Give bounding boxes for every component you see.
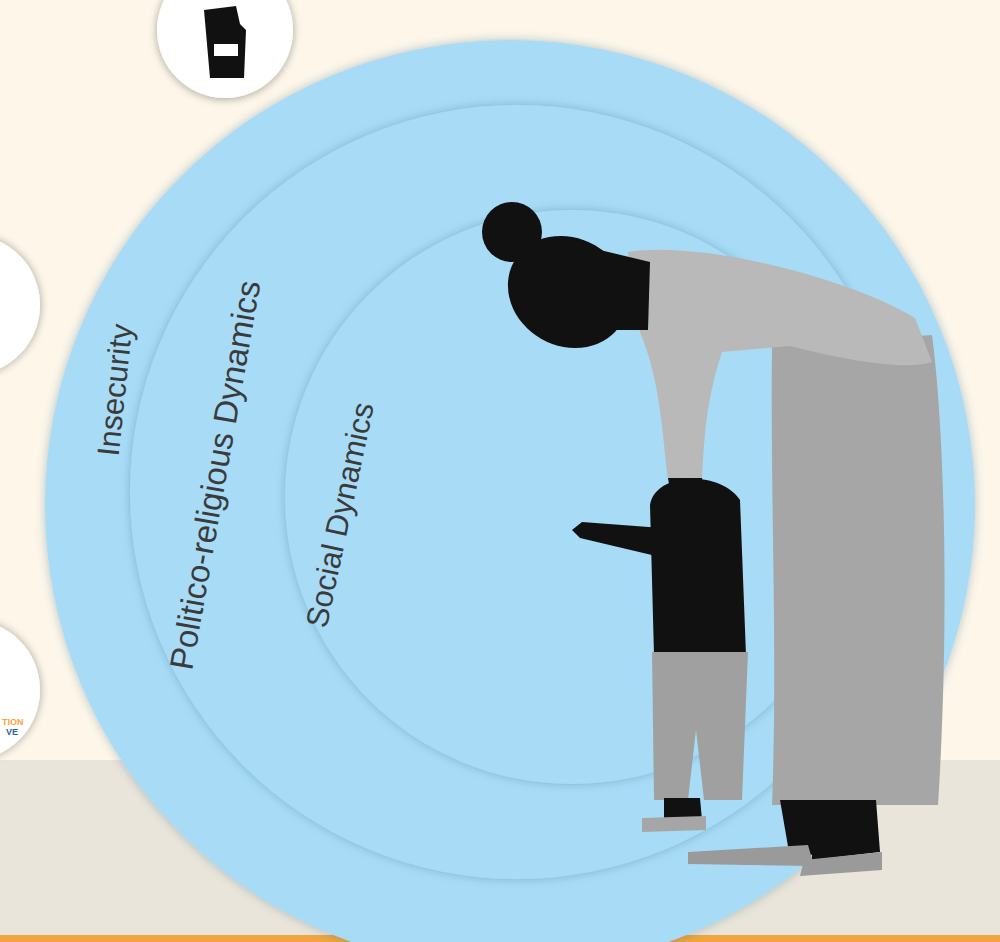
ring-circle: InsecurityPolitico-religious DynamicsSoc… [45, 40, 975, 942]
woman-skirt [772, 335, 945, 805]
ring-circle: Politico-religious DynamicsSocial Dynami… [130, 105, 904, 879]
sandal [688, 845, 814, 866]
child-body [650, 479, 746, 655]
woman-leg [812, 800, 880, 860]
child-foot [664, 798, 702, 822]
logo-text: VE [6, 728, 18, 737]
card-icon-window [214, 44, 238, 56]
ring-circle: Social Dynamics [285, 210, 859, 784]
child-shoe [642, 816, 706, 832]
ring-fill [130, 105, 904, 879]
child-pants [652, 652, 748, 800]
logo-text: TION [2, 718, 24, 727]
sandal [800, 852, 882, 876]
woman-hand [668, 478, 708, 526]
card-icon [204, 6, 246, 78]
logo-circle [0, 620, 40, 760]
ring-shape [285, 210, 859, 784]
woman-leg [780, 800, 868, 858]
ring-fill [45, 40, 975, 942]
child-arm [572, 522, 662, 556]
woman-top [628, 250, 932, 480]
side-icon-circle [0, 235, 40, 375]
woman-neck [600, 250, 650, 330]
top-icon-circle [157, 0, 293, 98]
woman-hair [482, 202, 542, 262]
ring-fill [285, 210, 859, 784]
woman-head [487, 214, 648, 370]
